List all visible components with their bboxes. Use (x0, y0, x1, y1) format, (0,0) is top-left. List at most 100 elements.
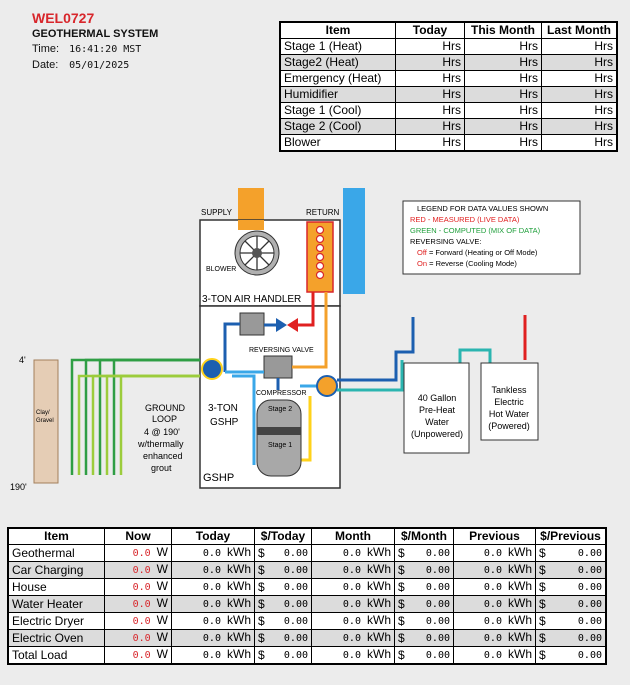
runtime-today: Hrs (395, 70, 465, 87)
energy-month-value: 0.0 (342, 582, 361, 593)
energy-previous-unit: kWh (508, 562, 532, 576)
energy-cost-month-value: 0.00 (409, 578, 455, 596)
legend-box (402, 200, 581, 275)
energy-month-value: 0.0 (342, 633, 361, 644)
energy-previous-unit: kWh (508, 630, 532, 644)
time-label: Time: (32, 43, 60, 55)
col-month: Month (311, 527, 395, 545)
energy-now: 0.0 W (104, 544, 172, 562)
energy-cost-month-value: 0.00 (409, 612, 455, 630)
energy-now-unit: W (156, 545, 168, 559)
tankless-label-2: Electric (494, 397, 524, 407)
energy-previous: 0.0 kWh (453, 612, 536, 630)
energy-item: Water Heater (7, 595, 105, 613)
energy-cost-month-value: 0.00 (409, 646, 455, 665)
energy-cost-previous-value: 0.00 (552, 544, 607, 562)
energy-month: 0.0 kWh (311, 629, 395, 647)
date-row: Date: 05/01/2025 (32, 59, 129, 71)
energy-previous: 0.0 kWh (453, 561, 536, 579)
system-title: GEOTHERMAL SYSTEM (32, 28, 159, 40)
energy-month-unit: kWh (367, 630, 391, 644)
soil-label-2: Gravel (36, 418, 54, 424)
runtime-month: Hrs (464, 118, 542, 135)
depth-top-label: 4' (19, 355, 26, 365)
preheat-label-2: Pre-Heat (419, 405, 456, 415)
col-this-month: This Month (464, 21, 542, 39)
depth-bottom-label: 190' (10, 482, 27, 492)
energy-cost-month-value: 0.00 (409, 561, 455, 579)
energy-cost-previous-currency: $ (534, 629, 553, 647)
energy-cost-today-currency: $ (253, 561, 269, 579)
energy-now-value: 0.0 (132, 582, 151, 593)
energy-today-unit: kWh (227, 613, 251, 627)
expansion-valve-icon (287, 318, 298, 332)
energy-cost-today-value: 0.00 (268, 544, 312, 562)
col-last-month: Last Month (541, 21, 618, 39)
time-value: 16:41:20 MST (69, 44, 142, 55)
runtime-month: Hrs (464, 86, 542, 103)
energy-month: 0.0 kWh (311, 544, 395, 562)
col-cost-today: $/Today (254, 527, 312, 545)
energy-today-value: 0.0 (202, 616, 221, 627)
runtime-month: Hrs (464, 102, 542, 119)
soil-label-1: Clay/ (36, 410, 50, 416)
runtime-table: Item Today This Month Last Month Stage 1… (279, 21, 618, 152)
energy-month-unit: kWh (367, 545, 391, 559)
runtime-today: Hrs (395, 38, 465, 55)
energy-cost-today-value: 0.00 (268, 561, 312, 579)
energy-now: 0.0 W (104, 629, 172, 647)
legend-title: LEGEND FOR DATA VALUES SHOWN (417, 204, 548, 213)
energy-cost-month-value: 0.00 (409, 544, 455, 562)
energy-cost-previous-value: 0.00 (552, 561, 607, 579)
energy-table: Item Now Today $/Today Month $/Month Pre… (7, 527, 607, 665)
energy-month-value: 0.0 (342, 548, 361, 559)
runtime-item: Stage 1 (Cool) (279, 102, 396, 119)
energy-now-unit: W (156, 630, 168, 644)
energy-now-unit: W (156, 579, 168, 593)
time-row: Time: 16:41:20 MST (32, 43, 141, 55)
energy-cost-previous-value: 0.00 (552, 629, 607, 647)
energy-previous-unit: kWh (508, 596, 532, 610)
energy-today: 0.0 kWh (171, 595, 255, 613)
energy-previous-value: 0.0 (483, 616, 502, 627)
energy-today-unit: kWh (227, 596, 251, 610)
energy-today: 0.0 kWh (171, 612, 255, 630)
reversing-valve-icon (263, 355, 293, 379)
energy-month-value: 0.0 (342, 616, 361, 627)
tankless-label-3: Hot Water (489, 409, 529, 419)
energy-month: 0.0 kWh (311, 578, 395, 596)
energy-cost-month-currency: $ (394, 646, 410, 665)
legend-on: On = Reverse (Cooling Mode) (417, 259, 517, 268)
col-today: Today (171, 527, 255, 545)
runtime-item: Emergency (Heat) (279, 70, 396, 87)
energy-month-value: 0.0 (342, 599, 361, 610)
energy-cost-today-currency: $ (253, 578, 269, 596)
energy-cost-previous-currency: $ (534, 612, 553, 630)
heat-exchanger-icon (239, 312, 265, 336)
col-now: Now (104, 527, 172, 545)
energy-today: 0.0 kWh (171, 578, 255, 596)
runtime-today: Hrs (395, 118, 465, 135)
energy-cost-month-currency: $ (394, 595, 410, 613)
energy-header-row: Item Now Today $/Today Month $/Month Pre… (7, 527, 607, 545)
energy-cost-previous-currency: $ (534, 595, 553, 613)
energy-now-unit: W (156, 596, 168, 610)
energy-cost-today-value: 0.00 (268, 578, 312, 596)
energy-cost-month-value: 0.00 (409, 595, 455, 613)
energy-today-unit: kWh (227, 579, 251, 593)
col-today: Today (395, 21, 465, 39)
legend-off-key: Off (417, 248, 428, 257)
tankless-label-4: (Powered) (488, 421, 530, 431)
energy-cost-previous-currency: $ (534, 646, 553, 665)
return-duct (343, 188, 365, 294)
ground-loop-label-2: LOOP (152, 414, 177, 424)
runtime-today: Hrs (395, 102, 465, 119)
energy-cost-previous-currency: $ (534, 578, 553, 596)
energy-now-unit: W (156, 647, 168, 661)
